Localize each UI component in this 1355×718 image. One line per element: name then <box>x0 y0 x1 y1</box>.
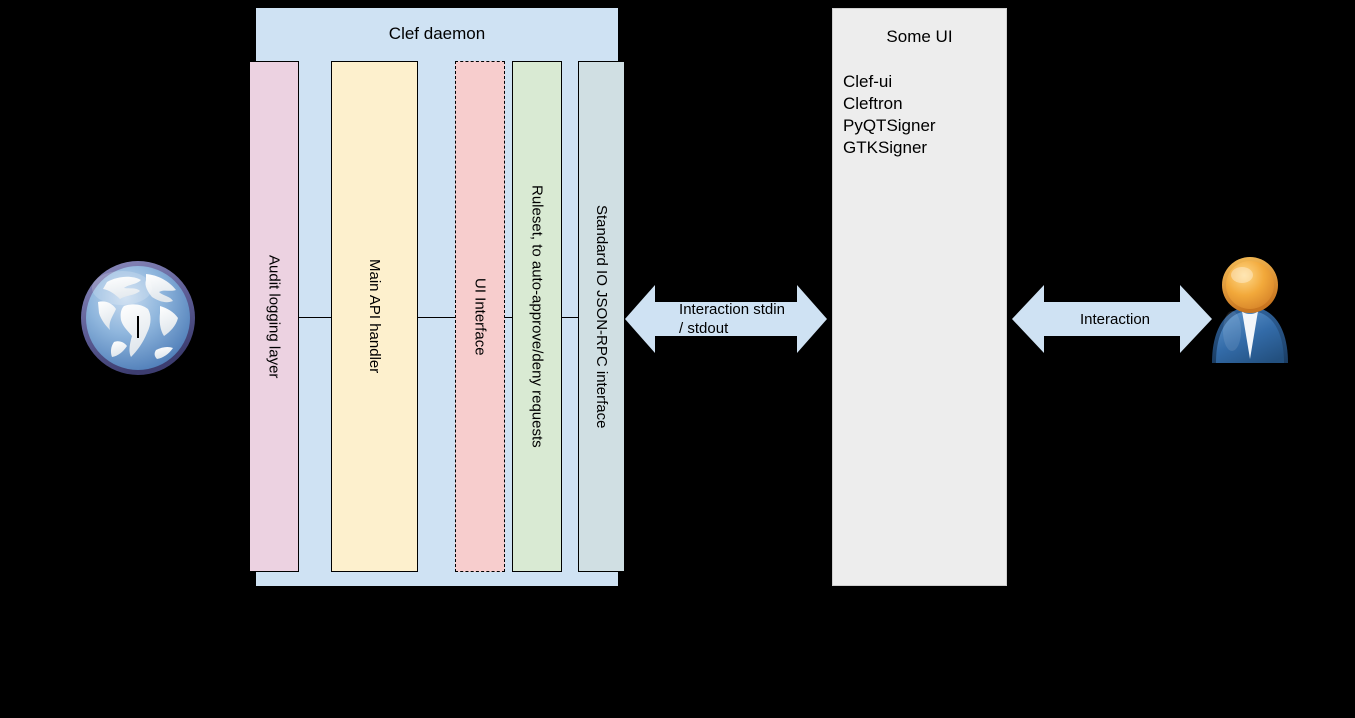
component-ruleset-label: Ruleset, to auto-approve/deny requests <box>528 185 546 448</box>
component-main-api-handler[interactable]: Main API handler <box>331 61 418 572</box>
list-item: GTKSigner <box>843 138 928 157</box>
list-item: Cleftron <box>843 94 903 113</box>
component-standard-io-jsonrpc-interface[interactable]: Standard IO JSON-RPC interface <box>578 61 625 572</box>
clef-daemon-container: Clef daemon <box>256 8 618 586</box>
some-ui-box: Some UI Clef-ui Cleftron PyQTSigner GTKS… <box>832 8 1007 586</box>
arrow-interaction-stdio: Interaction stdin / stdout <box>625 275 827 363</box>
list-item: PyQTSigner <box>843 116 936 135</box>
globe-icon <box>74 254 202 382</box>
component-audit-logging-layer-label: Audit logging layer <box>265 254 283 379</box>
component-audit-logging-layer[interactable]: Audit logging layer <box>249 61 299 572</box>
some-ui-list: Clef-ui Cleftron PyQTSigner GTKSigner <box>843 71 936 159</box>
arrow-interaction-user: Interaction <box>1012 275 1212 363</box>
component-standard-io-jsonrpc-interface-label: Standard IO JSON-RPC interface <box>593 204 610 429</box>
component-ruleset[interactable]: Ruleset, to auto-approve/deny requests <box>512 61 562 572</box>
component-ui-interface-label: UI Interface <box>471 277 489 356</box>
some-ui-title: Some UI <box>886 27 953 46</box>
user-icon <box>1202 255 1298 365</box>
component-ui-interface[interactable]: UI Interface <box>455 61 505 572</box>
component-main-api-handler-label: Main API handler <box>366 259 383 374</box>
clef-daemon-title: Clef daemon <box>388 24 486 43</box>
list-item: Clef-ui <box>843 72 893 91</box>
